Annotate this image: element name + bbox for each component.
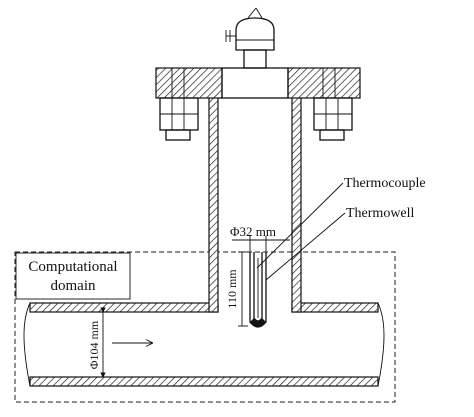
bolt-left: [159, 97, 199, 141]
flange-left: [155, 67, 223, 99]
thermocouple-label: Thermocouple: [344, 176, 426, 191]
insertion-depth-label: 110 mm: [225, 269, 239, 309]
flange: [155, 67, 361, 99]
bolt-right: [313, 97, 353, 141]
flange-right: [287, 67, 361, 99]
pipe-left-end: [23, 302, 31, 387]
housing-left-wall: [208, 91, 219, 313]
thermowell: [249, 252, 267, 328]
pipe-right-end: [377, 302, 385, 387]
thermowell-label: Thermowell: [346, 206, 415, 221]
pipe-bottom-wall: [29, 376, 379, 387]
pipe: [23, 302, 385, 387]
computational-domain-label: Computational: [28, 259, 117, 275]
well-diameter-dimension: [232, 236, 290, 252]
thermowell-leader: [265, 212, 346, 281]
pipe-top-wall: [29, 302, 219, 313]
thermowell-housing: [208, 91, 302, 313]
thermocouple-leader: [256, 182, 344, 269]
thermocouple-tip: [250, 318, 266, 327]
computational-domain-label-line2: domain: [51, 278, 96, 294]
connection-head: [225, 7, 275, 69]
well-diameter-label: Φ32 mm: [230, 224, 276, 239]
insertion-depth-dimension: [238, 251, 248, 327]
computational-domain-boundary: [14, 251, 396, 403]
pipe-diameter-label: Φ104 mm: [87, 320, 101, 369]
pipe-top-wall-right: [291, 302, 379, 313]
computational-domain-label-box: [15, 252, 131, 300]
housing-right-wall: [291, 91, 302, 313]
